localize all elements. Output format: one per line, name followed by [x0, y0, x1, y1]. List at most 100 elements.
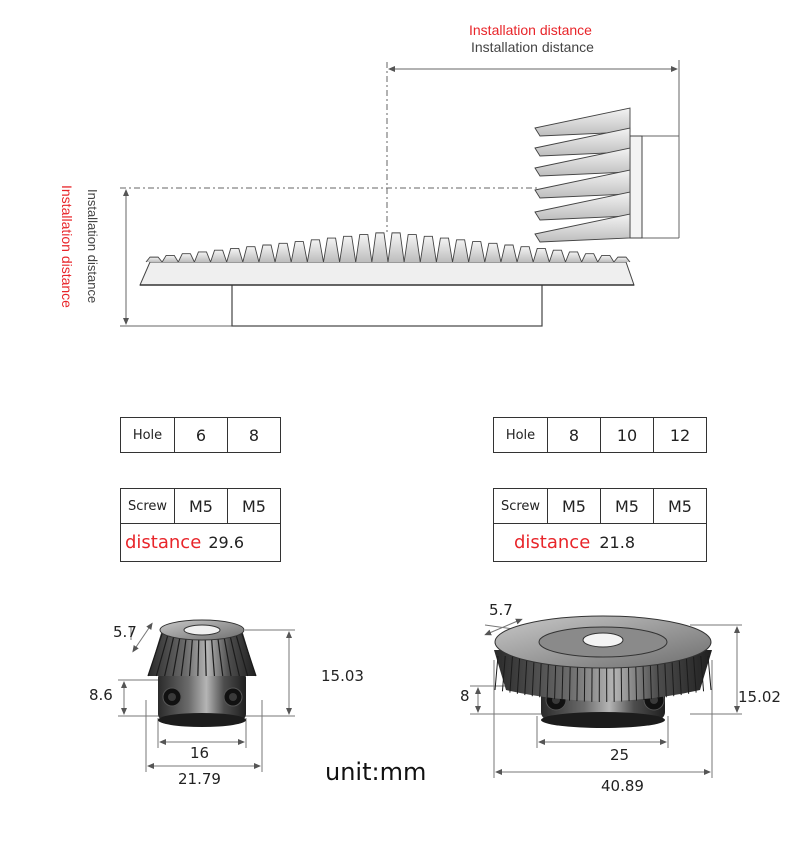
large-tooth-dimension: 5.7 — [489, 601, 513, 619]
hole-value: 6 — [174, 417, 228, 453]
gear-tooth — [161, 254, 179, 263]
hole-label: Hole — [120, 417, 175, 453]
small-hub-height-dimension: 8.6 — [89, 686, 113, 704]
gear-tooth — [226, 248, 244, 263]
gear-tooth — [516, 246, 534, 263]
small-tooth-dimension: 5.7 — [113, 623, 137, 641]
gear-tooth — [172, 633, 182, 677]
gear-tooth — [323, 237, 341, 263]
large-bevel-gear-photo — [494, 615, 712, 728]
gear-tooth — [355, 234, 373, 263]
gear-tooth — [242, 246, 260, 263]
gear-tooth — [685, 655, 690, 694]
installation-distance-label: Installation distance — [471, 39, 594, 55]
gear-tooth — [500, 244, 518, 263]
large-gear-hole-table: Hole 8 10 12 — [493, 417, 707, 453]
gear-tooth — [516, 655, 521, 694]
gear-tooth — [210, 633, 216, 677]
gear-tooth — [339, 235, 357, 263]
gear-tooth — [387, 232, 405, 263]
small-gear-dimension-lines — [118, 622, 295, 772]
gear-tooth — [403, 234, 421, 263]
gear-tooth — [548, 249, 566, 263]
vertical-distance-dimension — [120, 187, 540, 327]
large-hub-height-dimension: 8 — [460, 687, 470, 705]
gear-tooth — [707, 655, 712, 691]
large-bevel-gear-side-view — [139, 232, 635, 327]
small-pinion-gear-side-view — [534, 107, 643, 243]
hole-value: 12 — [653, 417, 707, 453]
small-bevel-gear-photo — [147, 619, 257, 727]
screw-label: Screw — [493, 488, 548, 524]
gear-tooth — [419, 235, 437, 263]
gear-tooth — [258, 244, 276, 263]
gear-tooth — [484, 242, 502, 263]
gear-tooth — [371, 232, 389, 263]
gear-tooth — [532, 248, 550, 263]
gear-tooth — [613, 256, 631, 263]
gear-tooth — [581, 253, 599, 263]
vertical-installation-distance-label: Installation distance — [85, 189, 100, 304]
gear-tooth — [180, 633, 188, 677]
gear-tooth — [222, 633, 232, 677]
gear-tooth — [693, 655, 697, 693]
gear-tooth — [147, 633, 163, 677]
distance-label: distance — [125, 532, 202, 553]
gear-tooth — [210, 249, 228, 263]
gear-tooth — [216, 633, 224, 677]
gear-tooth — [229, 633, 240, 677]
small-gear-hole-table: Hole 6 8 — [120, 417, 281, 453]
gear-tooth — [306, 239, 324, 263]
pinion-tooth — [534, 213, 631, 243]
gear-tooth — [531, 655, 535, 697]
unit-label: unit:mm — [325, 758, 427, 786]
large-hub-diameter-dimension: 25 — [610, 746, 630, 764]
gear-tooth — [235, 633, 249, 677]
distance-value: 21.8 — [599, 533, 635, 552]
small-hub-diameter-dimension: 16 — [190, 744, 210, 762]
vertical-installation-distance-label-red: Installation distance — [59, 185, 75, 308]
gear-tooth — [565, 251, 583, 263]
gear-tooth — [509, 655, 513, 693]
screw-value: M5 — [174, 488, 228, 524]
gear-tooth — [145, 256, 163, 263]
gear-tooth — [177, 253, 195, 263]
screw-value: M5 — [600, 488, 654, 524]
distance-label: distance — [514, 532, 591, 553]
small-outer-diameter-dimension: 21.79 — [178, 770, 221, 788]
hole-label: Hole — [493, 417, 548, 453]
screw-value: M5 — [547, 488, 601, 524]
screw-value: M5 — [227, 488, 281, 524]
gear-tooth — [197, 633, 200, 677]
gear-tooth — [501, 655, 506, 692]
hole-value: 10 — [600, 417, 654, 453]
large-outer-diameter-dimension: 40.89 — [601, 777, 644, 795]
gear-tooth — [435, 237, 453, 263]
screw-label: Screw — [120, 488, 175, 524]
distance-value: 29.6 — [208, 533, 244, 552]
gear-tooth — [671, 655, 675, 697]
gear-tooth — [452, 239, 470, 263]
gear-tooth — [188, 633, 194, 677]
gear-tooth — [468, 241, 486, 263]
gear-tooth — [524, 655, 528, 696]
gear-tooth — [597, 254, 615, 263]
gear-tooth — [290, 241, 308, 263]
gear-tooth — [164, 633, 175, 677]
large-total-height-dimension: 15.02 — [738, 688, 781, 706]
installation-distance-label-red: Installation distance — [469, 22, 592, 38]
gear-tooth — [678, 655, 682, 696]
small-total-height-dimension: 15.03 — [321, 667, 364, 685]
gear-tooth — [204, 633, 207, 677]
gear-tooth — [274, 242, 292, 263]
gear-tooth — [241, 633, 257, 677]
screw-value: M5 — [653, 488, 707, 524]
gear-tooth — [494, 655, 499, 691]
gear-tooth — [193, 251, 211, 263]
small-gear-screw-table: Screw M5 M5 distance 29.6 — [120, 488, 281, 562]
hole-value: 8 — [547, 417, 601, 453]
hole-value: 8 — [227, 417, 281, 453]
large-gear-screw-table: Screw M5 M5 M5 distance 21.8 — [493, 488, 707, 562]
gear-tooth — [155, 633, 169, 677]
